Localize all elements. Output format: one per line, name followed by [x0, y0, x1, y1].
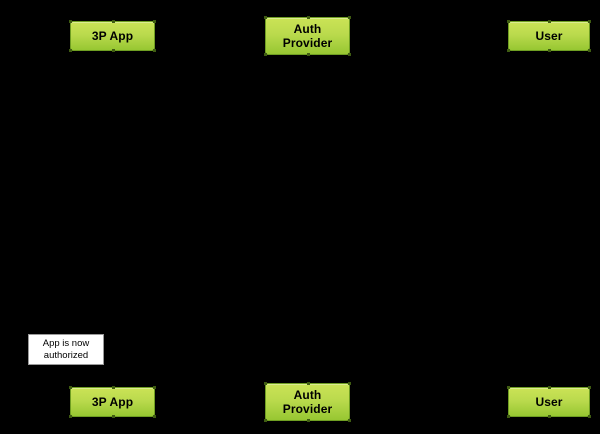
participant-user-bottom[interactable]: User: [507, 386, 591, 418]
resize-handle-icon[interactable]: [264, 53, 267, 56]
resize-handle-icon[interactable]: [111, 49, 115, 52]
resize-handle-icon[interactable]: [588, 49, 591, 52]
resize-handle-icon[interactable]: [507, 386, 510, 389]
resize-handle-icon[interactable]: [69, 386, 72, 389]
resize-handle-icon[interactable]: [69, 49, 72, 52]
resize-handle-icon[interactable]: [264, 382, 267, 385]
resize-handle-icon[interactable]: [111, 20, 115, 23]
note-app-authorized[interactable]: App is now authorized: [28, 334, 104, 365]
lifeline-user: [548, 57, 549, 382]
resize-handle-icon[interactable]: [348, 419, 351, 422]
resize-handle-icon[interactable]: [348, 382, 351, 385]
resize-handle-icon[interactable]: [69, 20, 72, 23]
note-label: App is now authorized: [42, 337, 90, 361]
resize-handle-icon[interactable]: [306, 53, 310, 56]
resize-handle-icon[interactable]: [153, 386, 156, 389]
resize-handle-icon[interactable]: [69, 415, 72, 418]
resize-handle-icon[interactable]: [548, 20, 551, 23]
resize-handle-icon[interactable]: [548, 386, 551, 389]
resize-handle-icon[interactable]: [348, 16, 351, 19]
participant-user-top[interactable]: User: [507, 20, 591, 52]
resize-handle-icon[interactable]: [507, 20, 510, 23]
resize-handle-icon[interactable]: [588, 386, 591, 389]
resize-handle-icon[interactable]: [306, 382, 310, 385]
participant-auth-provider-bottom[interactable]: Auth Provider: [264, 382, 351, 422]
resize-handle-icon[interactable]: [348, 53, 351, 56]
resize-handle-icon[interactable]: [264, 419, 267, 422]
resize-handle-icon[interactable]: [264, 16, 267, 19]
participant-label: 3P App: [91, 29, 134, 43]
participant-label: Auth Provider: [282, 388, 333, 416]
resize-handle-icon[interactable]: [153, 415, 156, 418]
resize-handle-icon[interactable]: [153, 49, 156, 52]
lifeline-auth-provider: [307, 57, 308, 382]
participant-label: User: [535, 395, 563, 409]
resize-handle-icon[interactable]: [306, 16, 310, 19]
participant-auth-provider-top[interactable]: Auth Provider: [264, 16, 351, 56]
resize-handle-icon[interactable]: [507, 415, 510, 418]
participant-third-party-app-top[interactable]: 3P App: [69, 20, 156, 52]
resize-handle-icon[interactable]: [306, 419, 310, 422]
resize-handle-icon[interactable]: [548, 49, 551, 52]
resize-handle-icon[interactable]: [588, 415, 591, 418]
resize-handle-icon[interactable]: [548, 415, 551, 418]
lifeline-third-party-app: [112, 57, 113, 382]
participant-third-party-app-bottom[interactable]: 3P App: [69, 386, 156, 418]
resize-handle-icon[interactable]: [588, 20, 591, 23]
participant-label: Auth Provider: [282, 22, 333, 50]
resize-handle-icon[interactable]: [111, 415, 115, 418]
resize-handle-icon[interactable]: [153, 20, 156, 23]
resize-handle-icon[interactable]: [507, 49, 510, 52]
participant-label: User: [535, 29, 563, 43]
participant-label: 3P App: [91, 395, 134, 409]
resize-handle-icon[interactable]: [111, 386, 115, 389]
